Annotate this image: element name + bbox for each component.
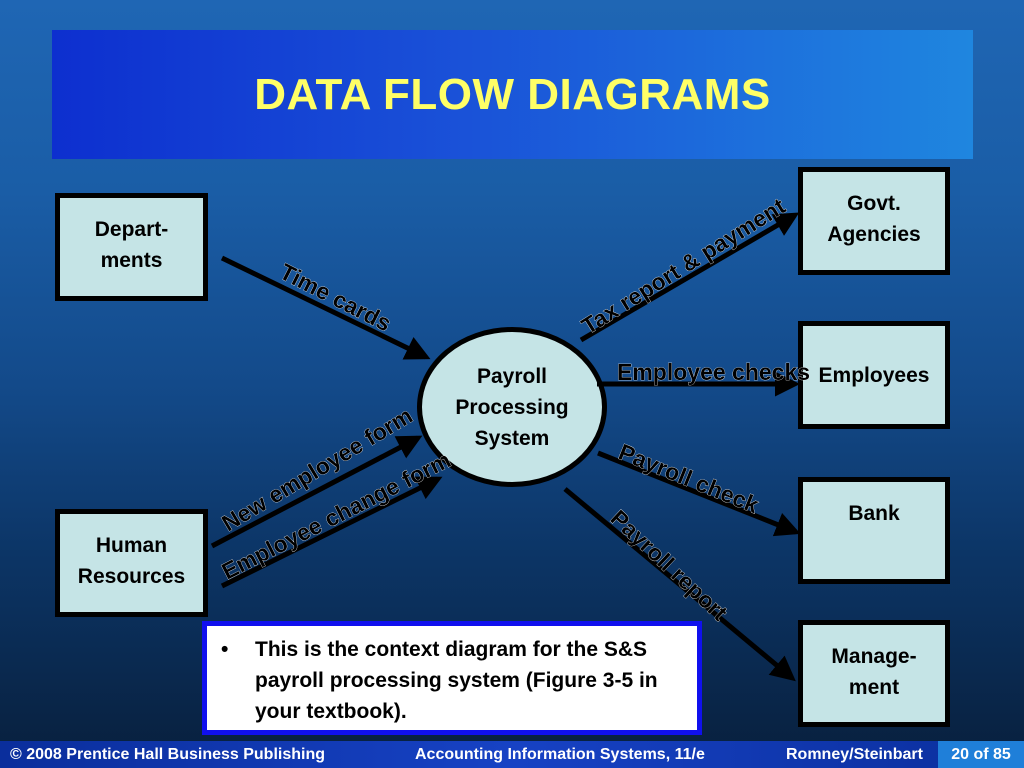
entity-departments-label: Depart- ments	[94, 218, 169, 272]
entity-bank: Bank	[798, 477, 950, 584]
arrow-tax-report-payment	[579, 212, 800, 343]
entity-govt-agencies-label: Govt. Agencies	[827, 192, 921, 246]
entity-employees: Employees	[798, 321, 950, 429]
entity-human-resources: Human Resources	[55, 509, 208, 617]
footer-authors: Romney/Steinbart	[786, 746, 923, 763]
slide-footer: © 2008 Prentice Hall Business Publishing…	[0, 741, 1024, 768]
footer-course: Accounting Information Systems, 11/e	[415, 746, 705, 763]
flow-label-employee-change-form: Employee change form	[217, 446, 454, 584]
flow-label-time-cards: Time cards	[276, 258, 396, 336]
arrow-new-employee-form	[210, 435, 423, 549]
note-bullet: •	[221, 638, 229, 661]
entity-management-label: Manage- ment	[831, 645, 917, 699]
entity-human-resources-label: Human Resources	[77, 534, 186, 588]
entity-employees-label: Employees	[818, 363, 930, 387]
title-banner: DATA FLOW DIAGRAMS	[52, 30, 973, 159]
arrow-time-cards	[220, 255, 431, 360]
flow-label-payroll-report: Payroll report	[606, 505, 733, 626]
entity-bank-label: Bank	[848, 502, 900, 525]
flow-label-tax-report-payment: Tax report & payment	[577, 193, 790, 340]
entity-departments: Depart- ments	[55, 193, 208, 301]
footer-copyright: © 2008 Prentice Hall Business Publishing	[10, 746, 326, 763]
note-text: This is the context diagram for the S&S …	[255, 638, 658, 723]
flow-label-employee-checks: Employee checks	[617, 359, 810, 385]
process-payroll-system-label: Payroll Processing System	[455, 364, 569, 450]
arrow-payroll-check	[597, 450, 801, 537]
flow-label-new-employee-form: New employee form	[217, 402, 417, 536]
slide-title: DATA FLOW DIAGRAMS	[254, 69, 771, 119]
footer-page-number: 20 of 85	[938, 741, 1024, 768]
process-payroll-system: Payroll Processing System	[417, 327, 607, 487]
entity-govt-agencies: Govt. Agencies	[798, 167, 950, 275]
entity-management: Manage- ment	[798, 620, 950, 727]
flow-label-payroll-check: Payroll check	[615, 439, 762, 519]
arrow-employee-change-form	[220, 476, 443, 589]
context-note: • This is the context diagram for the S&…	[202, 621, 702, 735]
